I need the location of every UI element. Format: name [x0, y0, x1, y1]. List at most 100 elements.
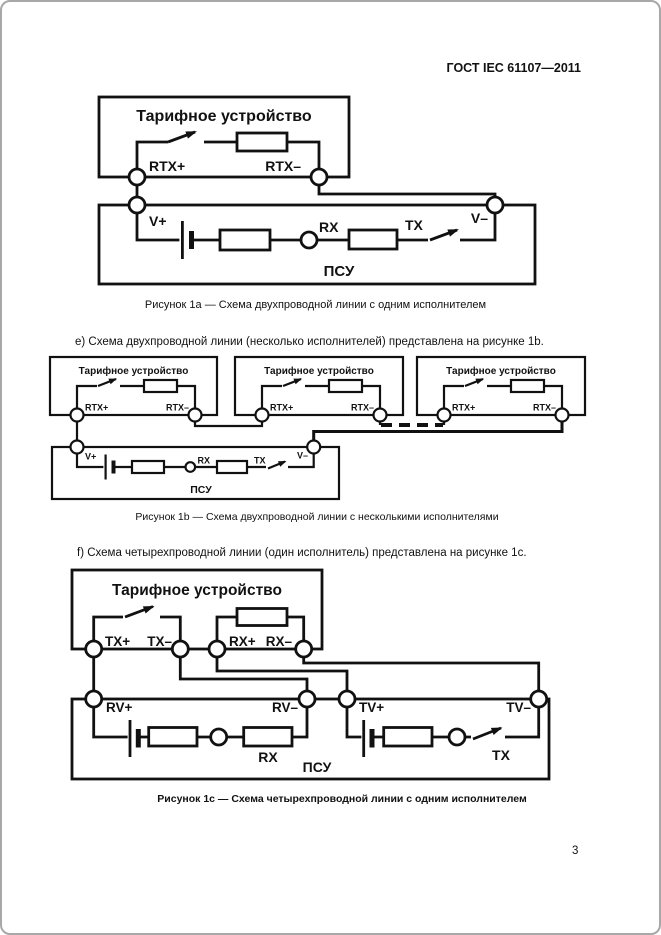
resistor [327, 378, 364, 394]
fig1b-rx-label: RX [198, 456, 211, 466]
terminal [84, 689, 104, 709]
fig1c-wiring [92, 615, 541, 739]
fig1c-terminals [84, 639, 549, 747]
paragraph-f: f) Схема четырехпроводной линии (один ис… [77, 547, 527, 559]
fig1a-rtx-plus-label: RTX+ [149, 158, 185, 174]
terminal [337, 689, 357, 709]
fig1c-caption: Рисунок 1c — Схема четырехпроводной лини… [157, 793, 527, 805]
figure-1a-labels: Тарифное устройство RTX+ RTX– V+ V– RX T… [136, 108, 488, 280]
terminal [294, 639, 314, 659]
terminal [69, 439, 85, 455]
fig1b-device-box-1 [48, 355, 219, 417]
fig1b-v-minus-label: V– [297, 451, 308, 461]
fig1a-device-box [97, 95, 351, 179]
resistor [130, 459, 166, 475]
fig1c-device-box [70, 568, 324, 651]
fig1b-rtx-plus-label-2: RTX+ [270, 403, 293, 413]
fig1b-rtx-plus-label-3: RTX+ [452, 403, 475, 413]
fig1b-device-title-2: Тарифное устройство [264, 365, 374, 377]
resistor [215, 459, 249, 475]
figure-1c-labels: Тарифное устройство TX+ TX– RX+ RX– RV+ … [105, 582, 531, 775]
fig1b-psu-label: ПСУ [190, 484, 212, 496]
fig1c-tx-minus-label: TX– [147, 634, 172, 649]
battery-symbol [180, 221, 194, 259]
document-header: ГОСТ IEC 61107—2011 [446, 61, 581, 75]
fig1a-caption: Рисунок 1а — Схема двухпроводной линии с… [144, 299, 487, 311]
fig1a-rx-label: RX [319, 219, 339, 235]
terminal [372, 407, 388, 423]
terminal [485, 195, 505, 215]
fig1a-rtx-minus-label: RTX– [265, 158, 301, 174]
fig1a-v-minus-label: V– [471, 210, 488, 226]
fig1b-device-title-1: Тарифное устройство [79, 365, 189, 377]
fig1b-rtx-plus-label-1: RTX+ [85, 403, 108, 413]
node-circle [299, 230, 319, 250]
resistor [242, 726, 294, 748]
terminal [187, 407, 203, 423]
resistor [218, 228, 272, 252]
terminal [127, 167, 147, 187]
fig1b-rtx-minus-label-2: RTX– [351, 403, 374, 413]
terminal [207, 639, 227, 659]
fig1c-rx-minus-label: RX– [266, 634, 293, 649]
fig1b-rtx-minus-label-1: RTX– [166, 403, 189, 413]
terminal [554, 407, 570, 423]
fig1a-psu-box [97, 203, 537, 286]
switch-blade [97, 377, 484, 470]
fig1a-terminals [127, 167, 505, 250]
figure-1b-labels: Тарифное устройство Тарифное устройство … [79, 365, 556, 496]
terminal [306, 439, 322, 455]
terminal [170, 639, 190, 659]
fig1b-wiring [75, 384, 564, 469]
resistor [142, 378, 179, 394]
resistor [147, 726, 199, 748]
resistor [347, 228, 399, 251]
fig1c-tv-plus-label: TV+ [359, 700, 384, 715]
fig1b-device-title-3: Тарифное устройство [446, 365, 556, 377]
fig1c-psu-label: ПСУ [303, 759, 332, 775]
resistor [235, 607, 289, 627]
node-circle [209, 727, 229, 747]
fig1b-v-plus-label: V+ [85, 452, 96, 462]
terminal [127, 195, 147, 215]
battery-symbol [104, 454, 116, 480]
paragraph-e: е) Схема двухпроводной линии (несколько … [75, 336, 544, 348]
battery-symbol [128, 720, 141, 757]
node-circle [447, 727, 467, 747]
terminal [436, 407, 452, 423]
fig1b-psu-box [50, 445, 341, 501]
switch-arrows [142, 606, 503, 735]
fig1a-v-plus-label: V+ [149, 213, 167, 229]
node-circle [184, 461, 197, 473]
resistor [509, 378, 546, 394]
fig1c-tv-minus-label: TV– [506, 700, 531, 715]
resistor [235, 131, 289, 153]
switch-arrows [108, 378, 484, 467]
fig1b-device-box-3 [415, 355, 587, 417]
fig1b-rtx-minus-label-3: RTX– [533, 403, 556, 413]
fig1b-caption: Рисунок 1b — Схема двухпроводной линии с… [135, 511, 499, 523]
fig1b-return-wire [312, 422, 564, 441]
terminal [297, 689, 317, 709]
terminal [69, 407, 85, 423]
switch-arrows [185, 131, 459, 237]
figure-1a [97, 95, 537, 286]
fig1b-terminals [69, 407, 570, 473]
fig1c-tx-plus-label: TX+ [105, 634, 130, 649]
terminal [84, 639, 104, 659]
fig1c-rx-plus-label: RX+ [229, 634, 256, 649]
fig1b-device-box-2 [233, 355, 405, 417]
fig1c-rv-plus-label: RV+ [106, 700, 133, 715]
fig1a-device-title: Тарифное устройство [136, 108, 312, 125]
terminal [254, 407, 270, 423]
fig1c-rv-minus-label: RV– [272, 700, 299, 715]
resistor [382, 726, 434, 748]
fig1c-device-title: Тарифное устройство [112, 582, 282, 599]
fig1a-wiring [135, 140, 497, 242]
figure-1b [48, 355, 587, 501]
terminal [309, 167, 329, 187]
fig1a-psu-label: ПСУ [324, 263, 355, 280]
figure-1c [70, 568, 551, 781]
